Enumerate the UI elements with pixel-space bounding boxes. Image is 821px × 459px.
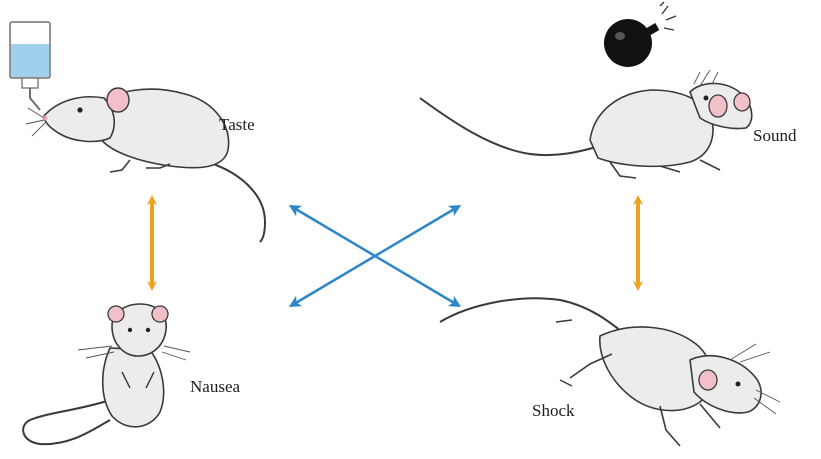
nausea-label: Nausea: [190, 377, 240, 396]
shock-rat: [440, 298, 780, 446]
sound-label: Sound: [753, 126, 797, 145]
taste-label: Taste: [219, 115, 255, 134]
water-bottle-icon: [10, 22, 50, 110]
nausea-rat: [23, 304, 190, 444]
shock-label: Shock: [532, 401, 575, 420]
taste-rat: [26, 88, 265, 242]
sound-rat: [420, 70, 752, 178]
bell-icon: [604, 2, 676, 67]
